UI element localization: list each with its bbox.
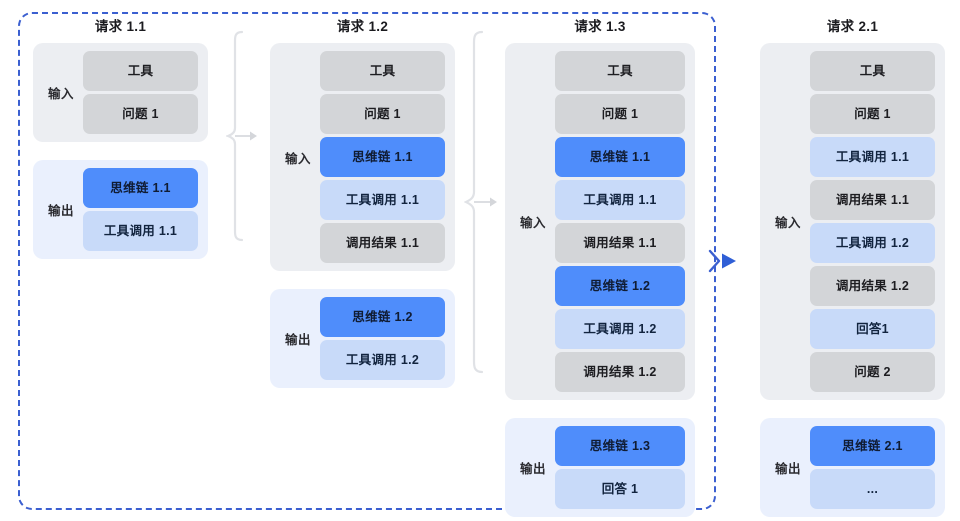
row-item[interactable]: 工具: [320, 51, 445, 91]
row-item[interactable]: 工具: [810, 51, 935, 91]
row-item[interactable]: 调用结果 1.2: [810, 266, 935, 306]
input-section: 输入 工具 问题 1: [33, 43, 208, 142]
input-rows: 工具 问题 1: [83, 51, 198, 134]
connector-arrow-group-to-request-2-1: [708, 249, 736, 273]
input-section: 输入 工具 问题 1 思维链 1.1 工具调用 1.1 调用结果 1.1: [270, 43, 455, 271]
row-item[interactable]: 问题 1: [555, 94, 685, 134]
row-item[interactable]: 工具调用 1.1: [555, 180, 685, 220]
row-item[interactable]: 工具: [83, 51, 198, 91]
row-item[interactable]: 思维链 1.3: [555, 426, 685, 466]
arrow-head-icon: [250, 131, 257, 141]
input-section: 输入 工具 问题 1 工具调用 1.1 调用结果 1.1 工具调用 1.2 调用…: [760, 43, 945, 400]
row-item[interactable]: 调用结果 1.1: [555, 223, 685, 263]
row-item[interactable]: 工具调用 1.1: [83, 211, 198, 251]
row-item[interactable]: 工具调用 1.2: [320, 340, 445, 380]
section-gap: [270, 271, 455, 289]
row-item[interactable]: 问题 1: [320, 94, 445, 134]
arrow-head-icon: [490, 197, 497, 207]
connector-bracket-2-to-3: [464, 30, 497, 374]
row-item[interactable]: ...: [810, 469, 935, 509]
input-rows: 工具 问题 1 思维链 1.1 工具调用 1.1 调用结果 1.1 思维链 1.…: [555, 51, 685, 392]
row-item[interactable]: 思维链 1.1: [320, 137, 445, 177]
column-request-1-3: 请求 1.3 输入 工具 问题 1 思维链 1.1 工具调用 1.1 调用结果 …: [505, 18, 695, 517]
connector-bracket-1-to-2: [226, 30, 257, 242]
column-request-2-1: 请求 2.1 输入 工具 问题 1 工具调用 1.1 调用结果 1.1 工具调用…: [760, 18, 945, 517]
row-item[interactable]: 工具调用 1.1: [320, 180, 445, 220]
output-section: 输出 思维链 1.1 工具调用 1.1: [33, 160, 208, 259]
row-item[interactable]: 问题 2: [810, 352, 935, 392]
column-title: 请求 1.2: [336, 19, 389, 34]
section-gap: [505, 400, 695, 418]
input-rows: 工具 问题 1 思维链 1.1 工具调用 1.1 调用结果 1.1: [320, 51, 445, 263]
input-label: 输入: [284, 151, 311, 166]
row-item[interactable]: 思维链 1.2: [555, 266, 685, 306]
output-section: 输出 思维链 1.2 工具调用 1.2: [270, 289, 455, 388]
input-label: 输入: [47, 87, 74, 101]
column-request-1-2: 请求 1.2 输入 工具 问题 1 思维链 1.1 工具调用 1.1 调用结果 …: [270, 18, 455, 388]
output-section: 输出 思维链 1.3 回答 1: [505, 418, 695, 517]
row-item[interactable]: 问题 1: [810, 94, 935, 134]
output-rows: 思维链 1.2 工具调用 1.2: [320, 297, 445, 380]
row-item[interactable]: 工具调用 1.1: [810, 137, 935, 177]
row-item[interactable]: 工具: [555, 51, 685, 91]
row-item[interactable]: 工具调用 1.2: [810, 223, 935, 263]
arrow-head-icon: [722, 253, 736, 269]
output-label: 输出: [519, 462, 546, 476]
row-item[interactable]: 调用结果 1.1: [320, 223, 445, 263]
row-item[interactable]: 思维链 1.2: [320, 297, 445, 337]
row-item[interactable]: 调用结果 1.2: [555, 352, 685, 392]
output-rows: 思维链 1.1 工具调用 1.1: [83, 168, 198, 251]
row-item[interactable]: 思维链 1.1: [555, 137, 685, 177]
output-rows: 思维链 2.1 ...: [810, 426, 935, 509]
input-label: 输入: [519, 216, 546, 230]
row-item[interactable]: 回答 1: [555, 469, 685, 509]
row-item[interactable]: 调用结果 1.1: [810, 180, 935, 220]
output-section: 输出 思维链 2.1 ...: [760, 418, 945, 517]
input-label: 输入: [774, 216, 801, 230]
column-title: 请求 2.1: [826, 19, 879, 34]
input-section: 输入 工具 问题 1 思维链 1.1 工具调用 1.1 调用结果 1.1 思维链…: [505, 43, 695, 400]
output-label: 输出: [284, 333, 311, 347]
row-item[interactable]: 问题 1: [83, 94, 198, 134]
row-item[interactable]: 思维链 2.1: [810, 426, 935, 466]
row-item[interactable]: 工具调用 1.2: [555, 309, 685, 349]
section-gap: [760, 400, 945, 418]
input-rows: 工具 问题 1 工具调用 1.1 调用结果 1.1 工具调用 1.2 调用结果 …: [810, 51, 935, 392]
section-gap: [33, 142, 208, 160]
output-label: 输出: [47, 204, 74, 218]
row-item[interactable]: 回答1: [810, 309, 935, 349]
output-rows: 思维链 1.3 回答 1: [555, 426, 685, 509]
column-title: 请求 1.1: [94, 19, 147, 34]
row-item[interactable]: 思维链 1.1: [83, 168, 198, 208]
column-title: 请求 1.3: [574, 19, 626, 34]
output-label: 输出: [774, 462, 801, 476]
column-request-1-1: 请求 1.1 输入 工具 问题 1 输出 思维链 1.1 工具调用 1.1: [33, 18, 208, 259]
